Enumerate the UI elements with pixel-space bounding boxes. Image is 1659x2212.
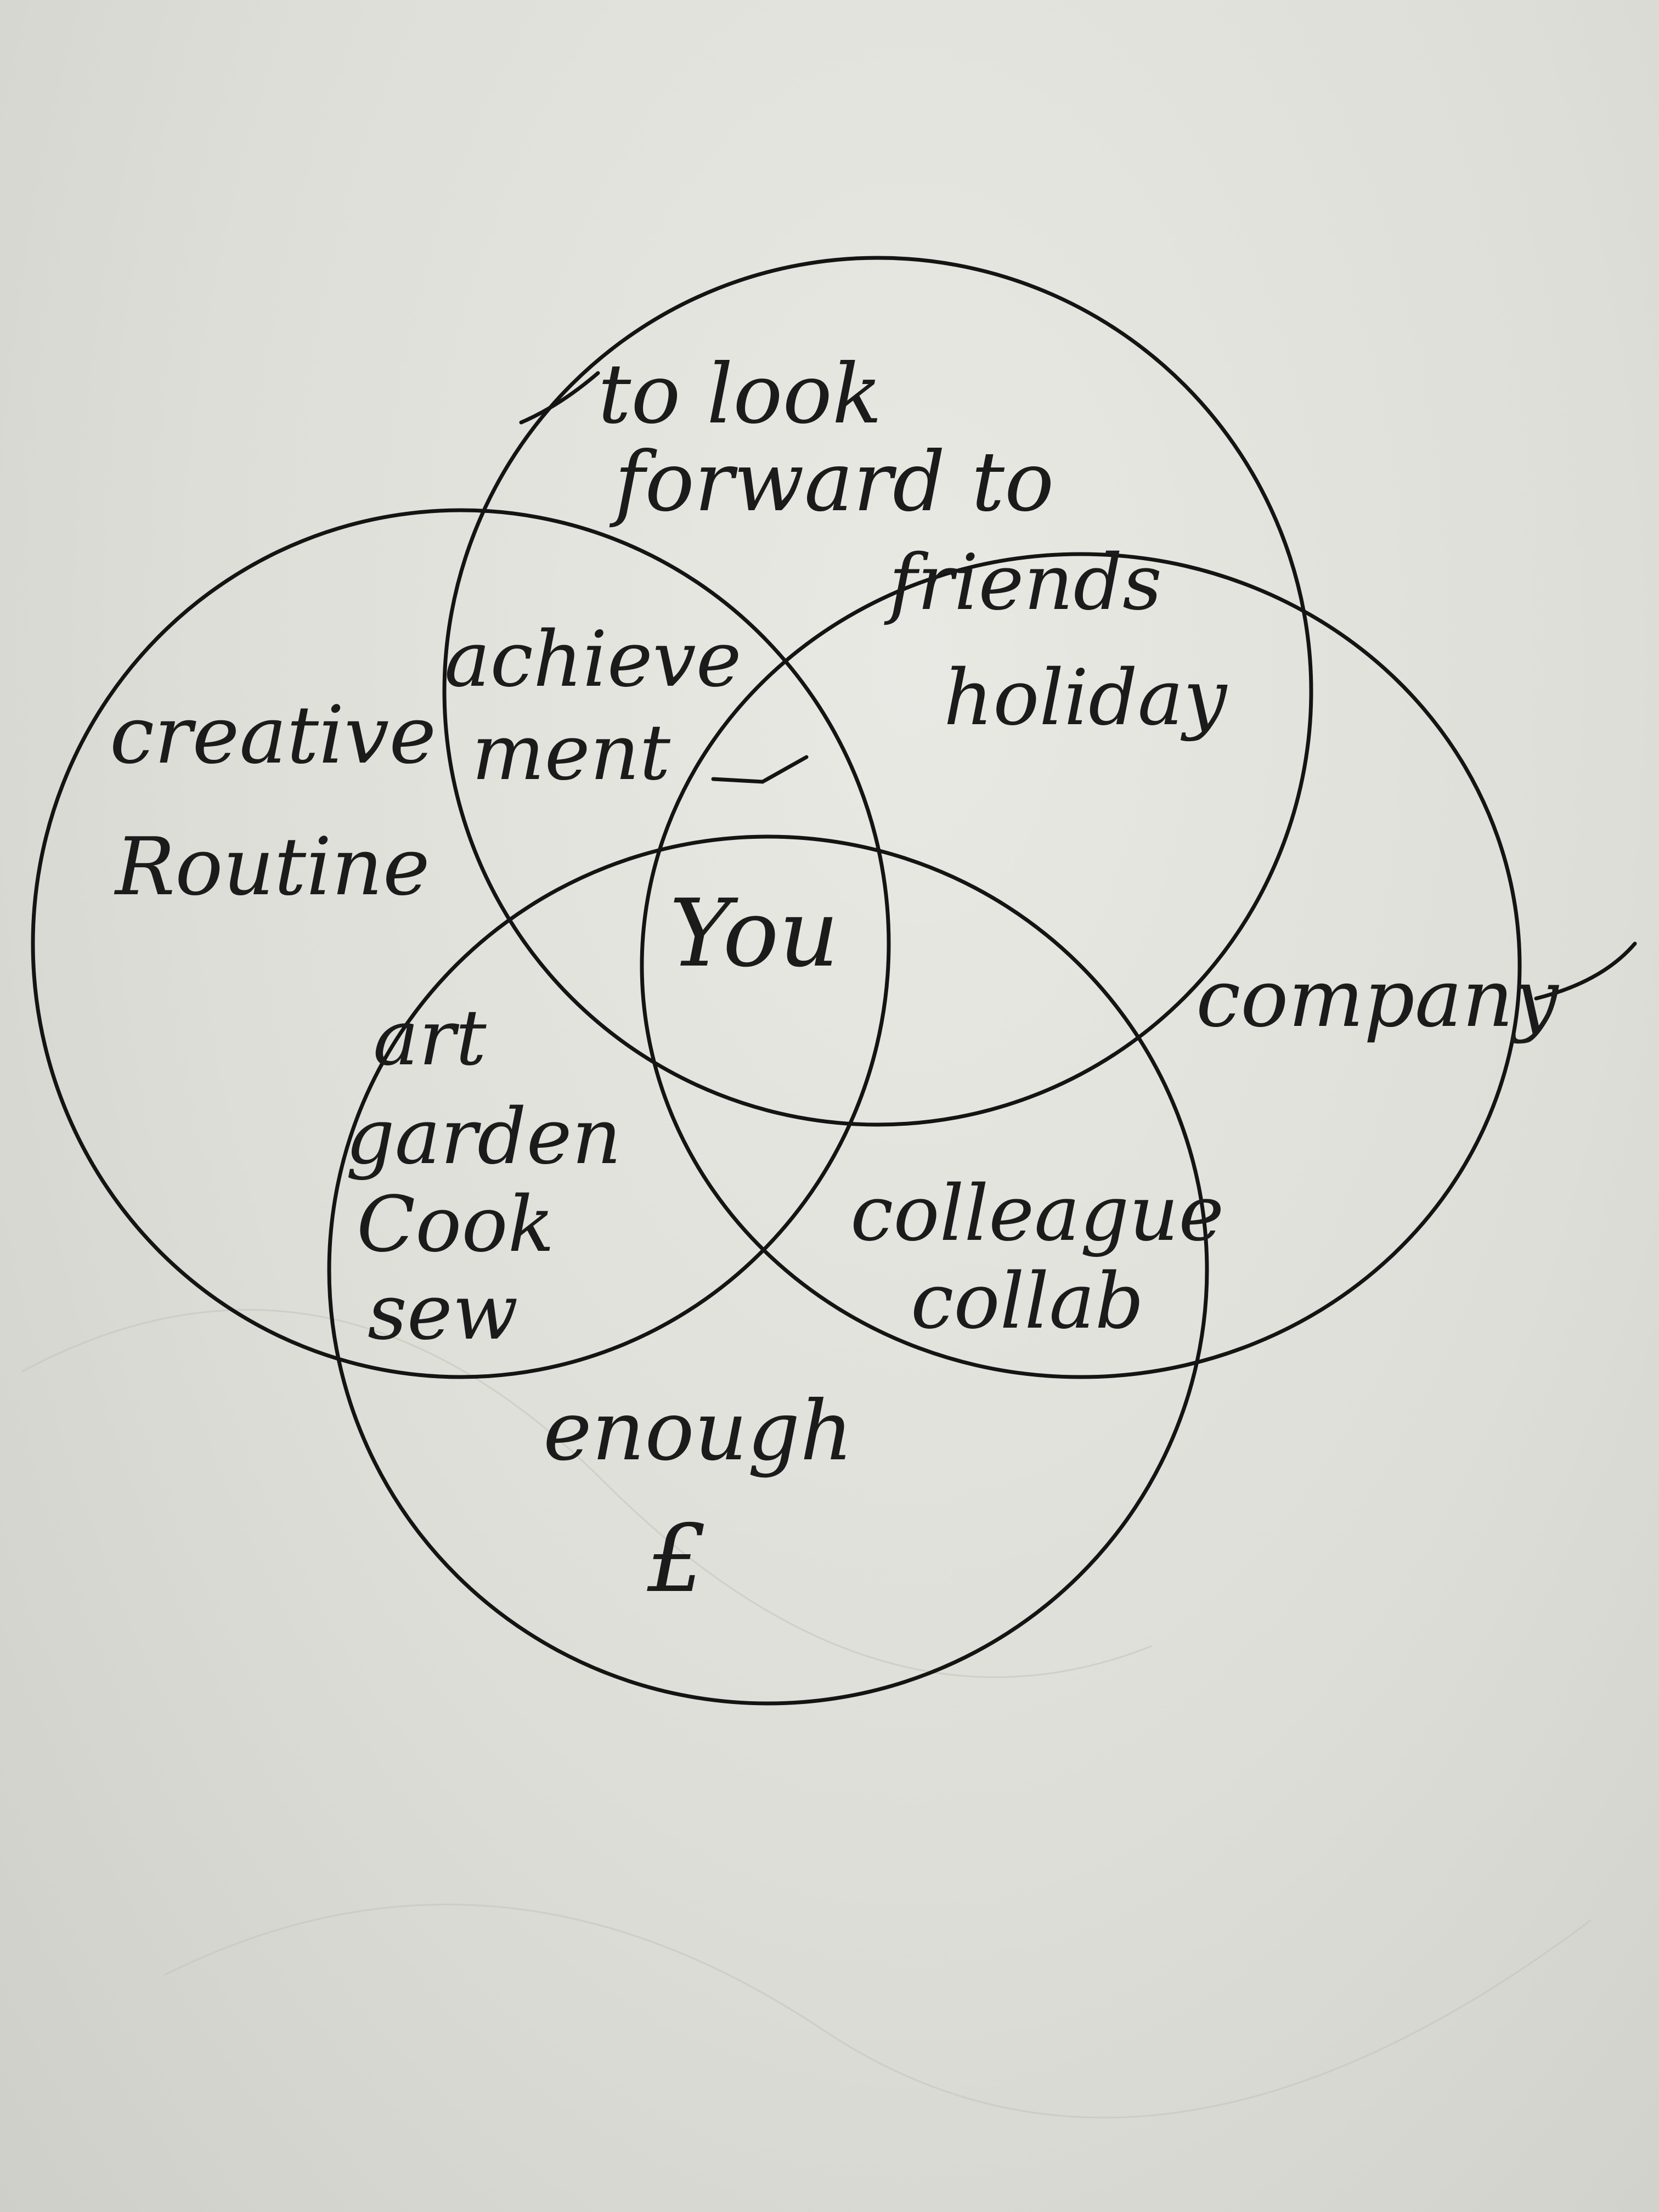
hobbies-label-line2: garden <box>346 1092 622 1182</box>
top-label-line1: to look <box>598 347 882 442</box>
center-label: You <box>669 879 839 988</box>
achievement-label-line1: achieve <box>444 615 742 704</box>
top-circle <box>442 256 1313 1127</box>
right-circle <box>640 552 1522 1379</box>
right-outer-label: company <box>1196 952 1560 1045</box>
left-label-line2: Routine <box>114 821 430 913</box>
paper-fold-mark <box>21 1309 1153 1678</box>
bottom-label-line2: £ <box>647 1505 707 1613</box>
top-label-line2: forward to <box>609 435 1054 530</box>
achievement-label-line2: ment <box>472 708 671 798</box>
friends-label-line1: friends <box>884 538 1162 628</box>
pen-tail-stroke <box>519 371 600 425</box>
hobbies-label-line3: Cook <box>357 1180 555 1269</box>
bottom-label-line1: enough <box>543 1384 853 1479</box>
left-label-line1: creative <box>110 689 436 782</box>
colleague-label-line1: colleague <box>850 1169 1224 1259</box>
pen-tail-stroke <box>1534 941 1637 1001</box>
hobbies-label-line1: art <box>373 994 487 1083</box>
bottom-circle <box>327 834 1209 1706</box>
hobbies-label-line4: sew <box>368 1268 518 1357</box>
friends-label-line2: holiday <box>944 653 1228 743</box>
pen-tick-stroke <box>711 755 809 784</box>
left-circle <box>31 508 891 1379</box>
colleague-label-line2: collab <box>911 1257 1144 1346</box>
paper-fold-mark <box>164 1903 1592 2119</box>
